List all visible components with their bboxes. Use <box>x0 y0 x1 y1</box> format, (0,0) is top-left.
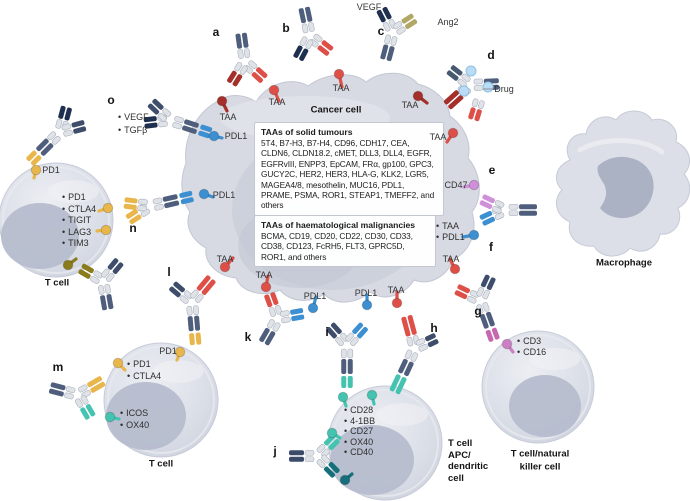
receptor-costim <box>326 427 342 440</box>
receptor-taa <box>268 84 281 103</box>
receptor-checkpoint <box>95 224 112 236</box>
receptor-pdl1 <box>307 295 319 314</box>
receptor-taa-pdl1 <box>461 229 480 241</box>
t-cell-left-shape <box>0 162 114 278</box>
haem-taa-list: BCMA, CD19, CD20, CD22, CD30, CD33, CD38… <box>261 230 413 262</box>
antibody-a <box>227 32 268 87</box>
antibody-d-drug-payload <box>458 65 494 97</box>
receptor-taa <box>219 256 235 273</box>
antibody-i <box>326 322 368 388</box>
nk-cell-shape <box>481 330 595 444</box>
haem-taa-title: TAAs of haematological malignancies <box>261 220 416 230</box>
receptor-pd1 <box>30 164 42 180</box>
antibody-b <box>293 6 334 61</box>
receptor-taa <box>260 274 272 293</box>
antibody-m <box>48 376 106 420</box>
antibody-k <box>259 292 305 346</box>
solid-tumour-taa-list: 5T4, B7-H3, B7-H4, CD96, CDH17, CEA, CLD… <box>261 137 435 211</box>
antibody-d-red-arm <box>468 98 485 122</box>
receptor-icos-ox40 <box>104 411 121 423</box>
receptor-taa <box>216 95 229 113</box>
receptor-inhibitory <box>62 257 78 271</box>
antibody-e-f <box>479 194 537 226</box>
apc-cell-shape <box>327 385 443 501</box>
receptor-cd47 <box>462 179 480 191</box>
solid-tumour-taa-box: TAAs of solid tumours 5T4, B7-H3, B7-H4,… <box>254 122 444 216</box>
t-cell-bottom-shape <box>103 342 219 458</box>
haem-taa-box: TAAs of haematological malignancies BCMA… <box>254 215 436 268</box>
receptor-pd1 <box>174 346 186 362</box>
antibody-n <box>123 190 194 225</box>
receptor-pdl1 <box>198 188 215 200</box>
receptor-taa <box>333 68 345 89</box>
solid-tumour-taa-title: TAAs of solid tumours <box>261 127 353 137</box>
receptor-pd1-ctla4 <box>112 357 127 372</box>
receptor-taa <box>445 127 459 144</box>
receptor-costim <box>366 389 378 406</box>
macrophage-shape <box>555 110 690 257</box>
receptor-cd40 <box>339 472 354 486</box>
antibody-accessory <box>78 258 124 311</box>
receptor-checkpoint <box>97 202 114 214</box>
antibody-o-right <box>143 98 213 139</box>
antibody-h <box>389 315 439 395</box>
receptor-costim <box>337 391 349 408</box>
receptor-taa <box>391 290 403 309</box>
antibody-g <box>454 274 500 342</box>
receptor-pdl1 <box>208 130 224 142</box>
receptor-taa <box>448 257 461 275</box>
antibody-c <box>376 6 418 62</box>
antibody-o-left <box>26 105 87 166</box>
receptor-pdl1 <box>361 293 373 311</box>
receptor-taa <box>412 90 429 105</box>
antibody-l <box>169 275 216 346</box>
receptor-cd3-cd16 <box>501 338 515 354</box>
